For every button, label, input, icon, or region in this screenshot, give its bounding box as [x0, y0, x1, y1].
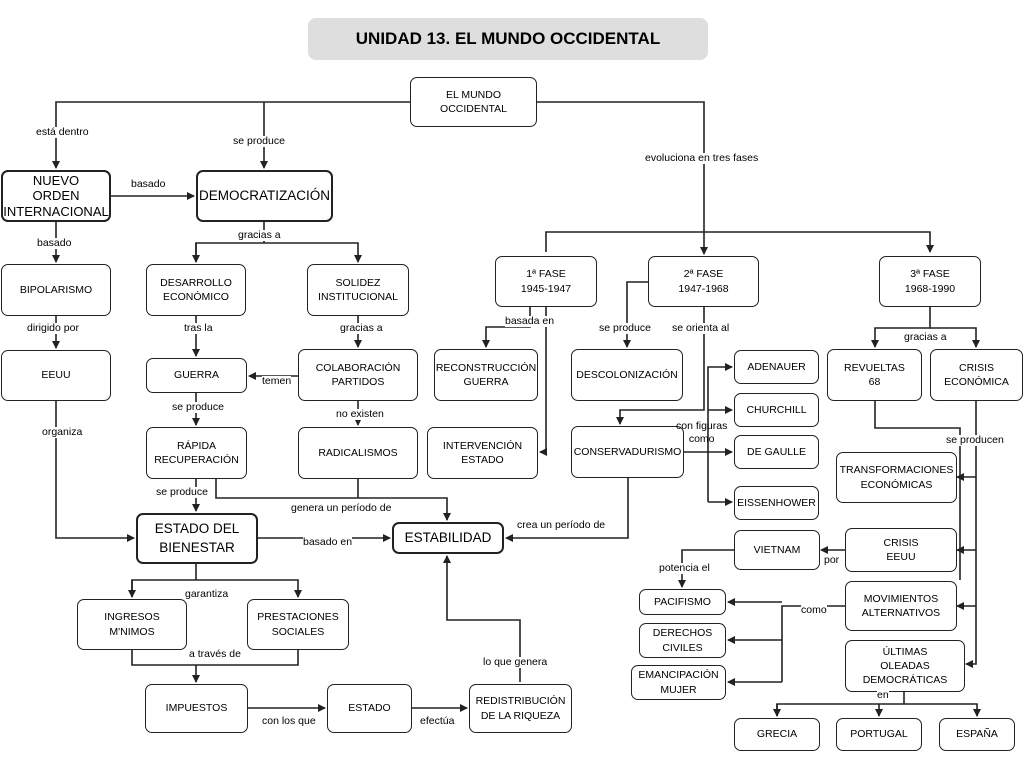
- node-fase1: 1ª FASE 1945-1947: [495, 256, 597, 307]
- line-eeuu-estado-bienestar: [55, 401, 135, 542]
- line-fase1-intervencion: [539, 307, 547, 456]
- label-efectua: efectúa: [420, 715, 455, 727]
- node-rapida-recuperacion: RÁPIDA RECUPERACIÓN: [146, 427, 247, 479]
- node-estado: ESTADO: [327, 684, 412, 733]
- node-redistribucion: REDISTRIBUCIÓN DE LA RIQUEZA: [469, 684, 572, 733]
- line-conservadurismo-estabilidad: [505, 478, 629, 542]
- label-por: por: [824, 554, 840, 566]
- label-gracias-a-1: gracias a: [238, 229, 281, 241]
- node-crisis-eeuu: CRISIS EEUU: [845, 528, 957, 572]
- node-prestaciones: PRESTACIONES SOCIALES: [247, 599, 349, 650]
- node-guerra: GUERRA: [146, 358, 247, 393]
- node-estado-bienestar: ESTADO DEL BIENESTAR: [136, 513, 258, 564]
- node-reconstruccion: RECONSTRUCCIÓN GUERRA: [434, 349, 538, 401]
- node-crisis-economica: CRISIS ECONÓMICA: [930, 349, 1023, 401]
- label-esta-dentro: está dentro: [36, 126, 89, 138]
- line-fases-bar: [545, 231, 934, 253]
- line-mundo-fases: [537, 101, 708, 255]
- node-impuestos: IMPUESTOS: [145, 684, 248, 733]
- label-no-existen: no existen: [336, 408, 384, 420]
- line-gracias-desarrollo: [195, 242, 362, 263]
- line-gracias-crisis: [930, 327, 980, 348]
- label-crea-periodo: crea un período de: [517, 519, 606, 531]
- line-mundo-nuevo-orden: [52, 101, 410, 169]
- line-revueltas-movimientos: [874, 401, 961, 580]
- node-churchill: CHURCHILL: [734, 393, 819, 427]
- node-intervencion: INTERVENCIÓN ESTADO: [427, 427, 538, 479]
- line-en-countries: [776, 703, 981, 717]
- label-basada-en: basada en: [505, 315, 555, 327]
- line-a-traves-de: [131, 650, 299, 666]
- line-rapida-estabilidad: [215, 479, 451, 521]
- label-temen: temen: [262, 375, 292, 387]
- node-revueltas: REVUELTAS 68: [827, 349, 922, 401]
- node-fase2: 2ª FASE 1947-1968: [648, 256, 759, 307]
- node-estabilidad: ESTABILIDAD: [392, 522, 504, 554]
- label-se-producen: se producen: [946, 434, 1004, 446]
- label-basado-2: basado: [37, 237, 72, 249]
- line-movimientos-como: [781, 605, 845, 682]
- label-en: en: [877, 689, 889, 701]
- label-lo-que-genera: lo que genera: [483, 656, 548, 668]
- node-portugal: PORTUGAL: [836, 718, 922, 751]
- label-potencia-el: potencia el: [659, 562, 710, 574]
- node-colaboracion: COLABORACIÓN PARTIDOS: [298, 349, 418, 401]
- node-solidez: SOLIDEZ INSTITUCIONAL: [307, 264, 409, 316]
- label-basado-1: basado: [131, 178, 166, 190]
- label-se-produce-3: se produce: [156, 486, 208, 498]
- node-bipolarismo: BIPOLARISMO: [1, 264, 111, 316]
- label-se-produce-1: se produce: [233, 135, 285, 147]
- node-transformaciones: TRANSFORMACIONES ECONÓMICAS: [836, 452, 957, 503]
- line-fase2-conservadurismo: [616, 307, 705, 425]
- line-fase3-gracias: [871, 307, 931, 348]
- node-mundo-occidental: EL MUNDO OCCIDENTAL: [410, 77, 537, 127]
- node-democratizacion: DEMOCRATIZACIÓN: [196, 170, 333, 222]
- label-tras-la: tras la: [184, 322, 213, 334]
- node-movimientos: MOVIMIENTOS ALTERNATIVOS: [845, 581, 957, 631]
- node-radicalismos: RADICALISMOS: [298, 427, 418, 479]
- node-vietnam: VIETNAM: [734, 530, 820, 570]
- node-espana: ESPAÑA: [939, 718, 1015, 751]
- label-se-orienta-al: se orienta al: [672, 322, 730, 334]
- label-evoluciona: evoluciona en tres fases: [645, 152, 759, 164]
- line-fase1-reconstruccion: [482, 307, 531, 348]
- line-crisis-chain: [965, 401, 977, 668]
- node-derechos: DERECHOS CIVILES: [639, 623, 726, 658]
- page-title: UNIDAD 13. EL MUNDO OCCIDENTAL: [308, 18, 708, 60]
- node-ultimas-oleadas: ÚLTIMAS OLEADAS DEMOCRÁTICAS: [845, 640, 965, 692]
- label-a-traves-de: a través de: [189, 648, 241, 660]
- label-dirigido-por: dirigido por: [27, 322, 79, 334]
- node-degaulle: DE GAULLE: [734, 435, 819, 469]
- label-con-los-que: con los que: [262, 715, 316, 727]
- line-figuras-adenauer: [707, 363, 733, 502]
- label-organiza: organiza: [42, 426, 83, 438]
- node-eissenhower: EISSENHOWER: [734, 486, 819, 520]
- node-emancipacion: EMANCIPACIÓN MUJER: [631, 665, 726, 700]
- label-gracias-a-3: gracias a: [904, 331, 947, 343]
- label-se-produce-4: se produce: [599, 322, 651, 334]
- node-adenauer: ADENAUER: [734, 350, 819, 384]
- node-descolonizacion: DESCOLONIZACIÓN: [571, 349, 683, 401]
- node-grecia: GRECIA: [734, 718, 820, 751]
- line-vietnam-pacifismo: [678, 549, 734, 588]
- node-eeuu: EEUU: [1, 350, 111, 401]
- label-con-figuras-como: con figuras como: [676, 420, 728, 445]
- node-pacifismo: PACIFISMO: [639, 589, 726, 615]
- label-como: como: [801, 604, 827, 616]
- node-ingresos-minimos: INGRESOS M'NIMOS: [77, 599, 187, 650]
- label-gracias-a-2: gracias a: [340, 322, 383, 334]
- label-garantiza: garantiza: [185, 588, 229, 600]
- node-desarrollo: DESARROLLO ECONÓMICO: [146, 264, 246, 316]
- line-redistribucion-estabilidad: [443, 555, 521, 682]
- label-genera-periodo: genera un período de: [291, 502, 392, 514]
- node-conservadurismo: CONSERVADURISMO: [571, 426, 684, 478]
- label-basado-en: basado en: [303, 536, 353, 548]
- node-nuevo-orden: NUEVO ORDEN INTERNACIONAL: [1, 170, 111, 222]
- line-fase2-descolonizacion: [623, 281, 648, 348]
- label-se-produce-2: se produce: [172, 401, 224, 413]
- node-fase3: 3ª FASE 1968-1990: [879, 256, 981, 307]
